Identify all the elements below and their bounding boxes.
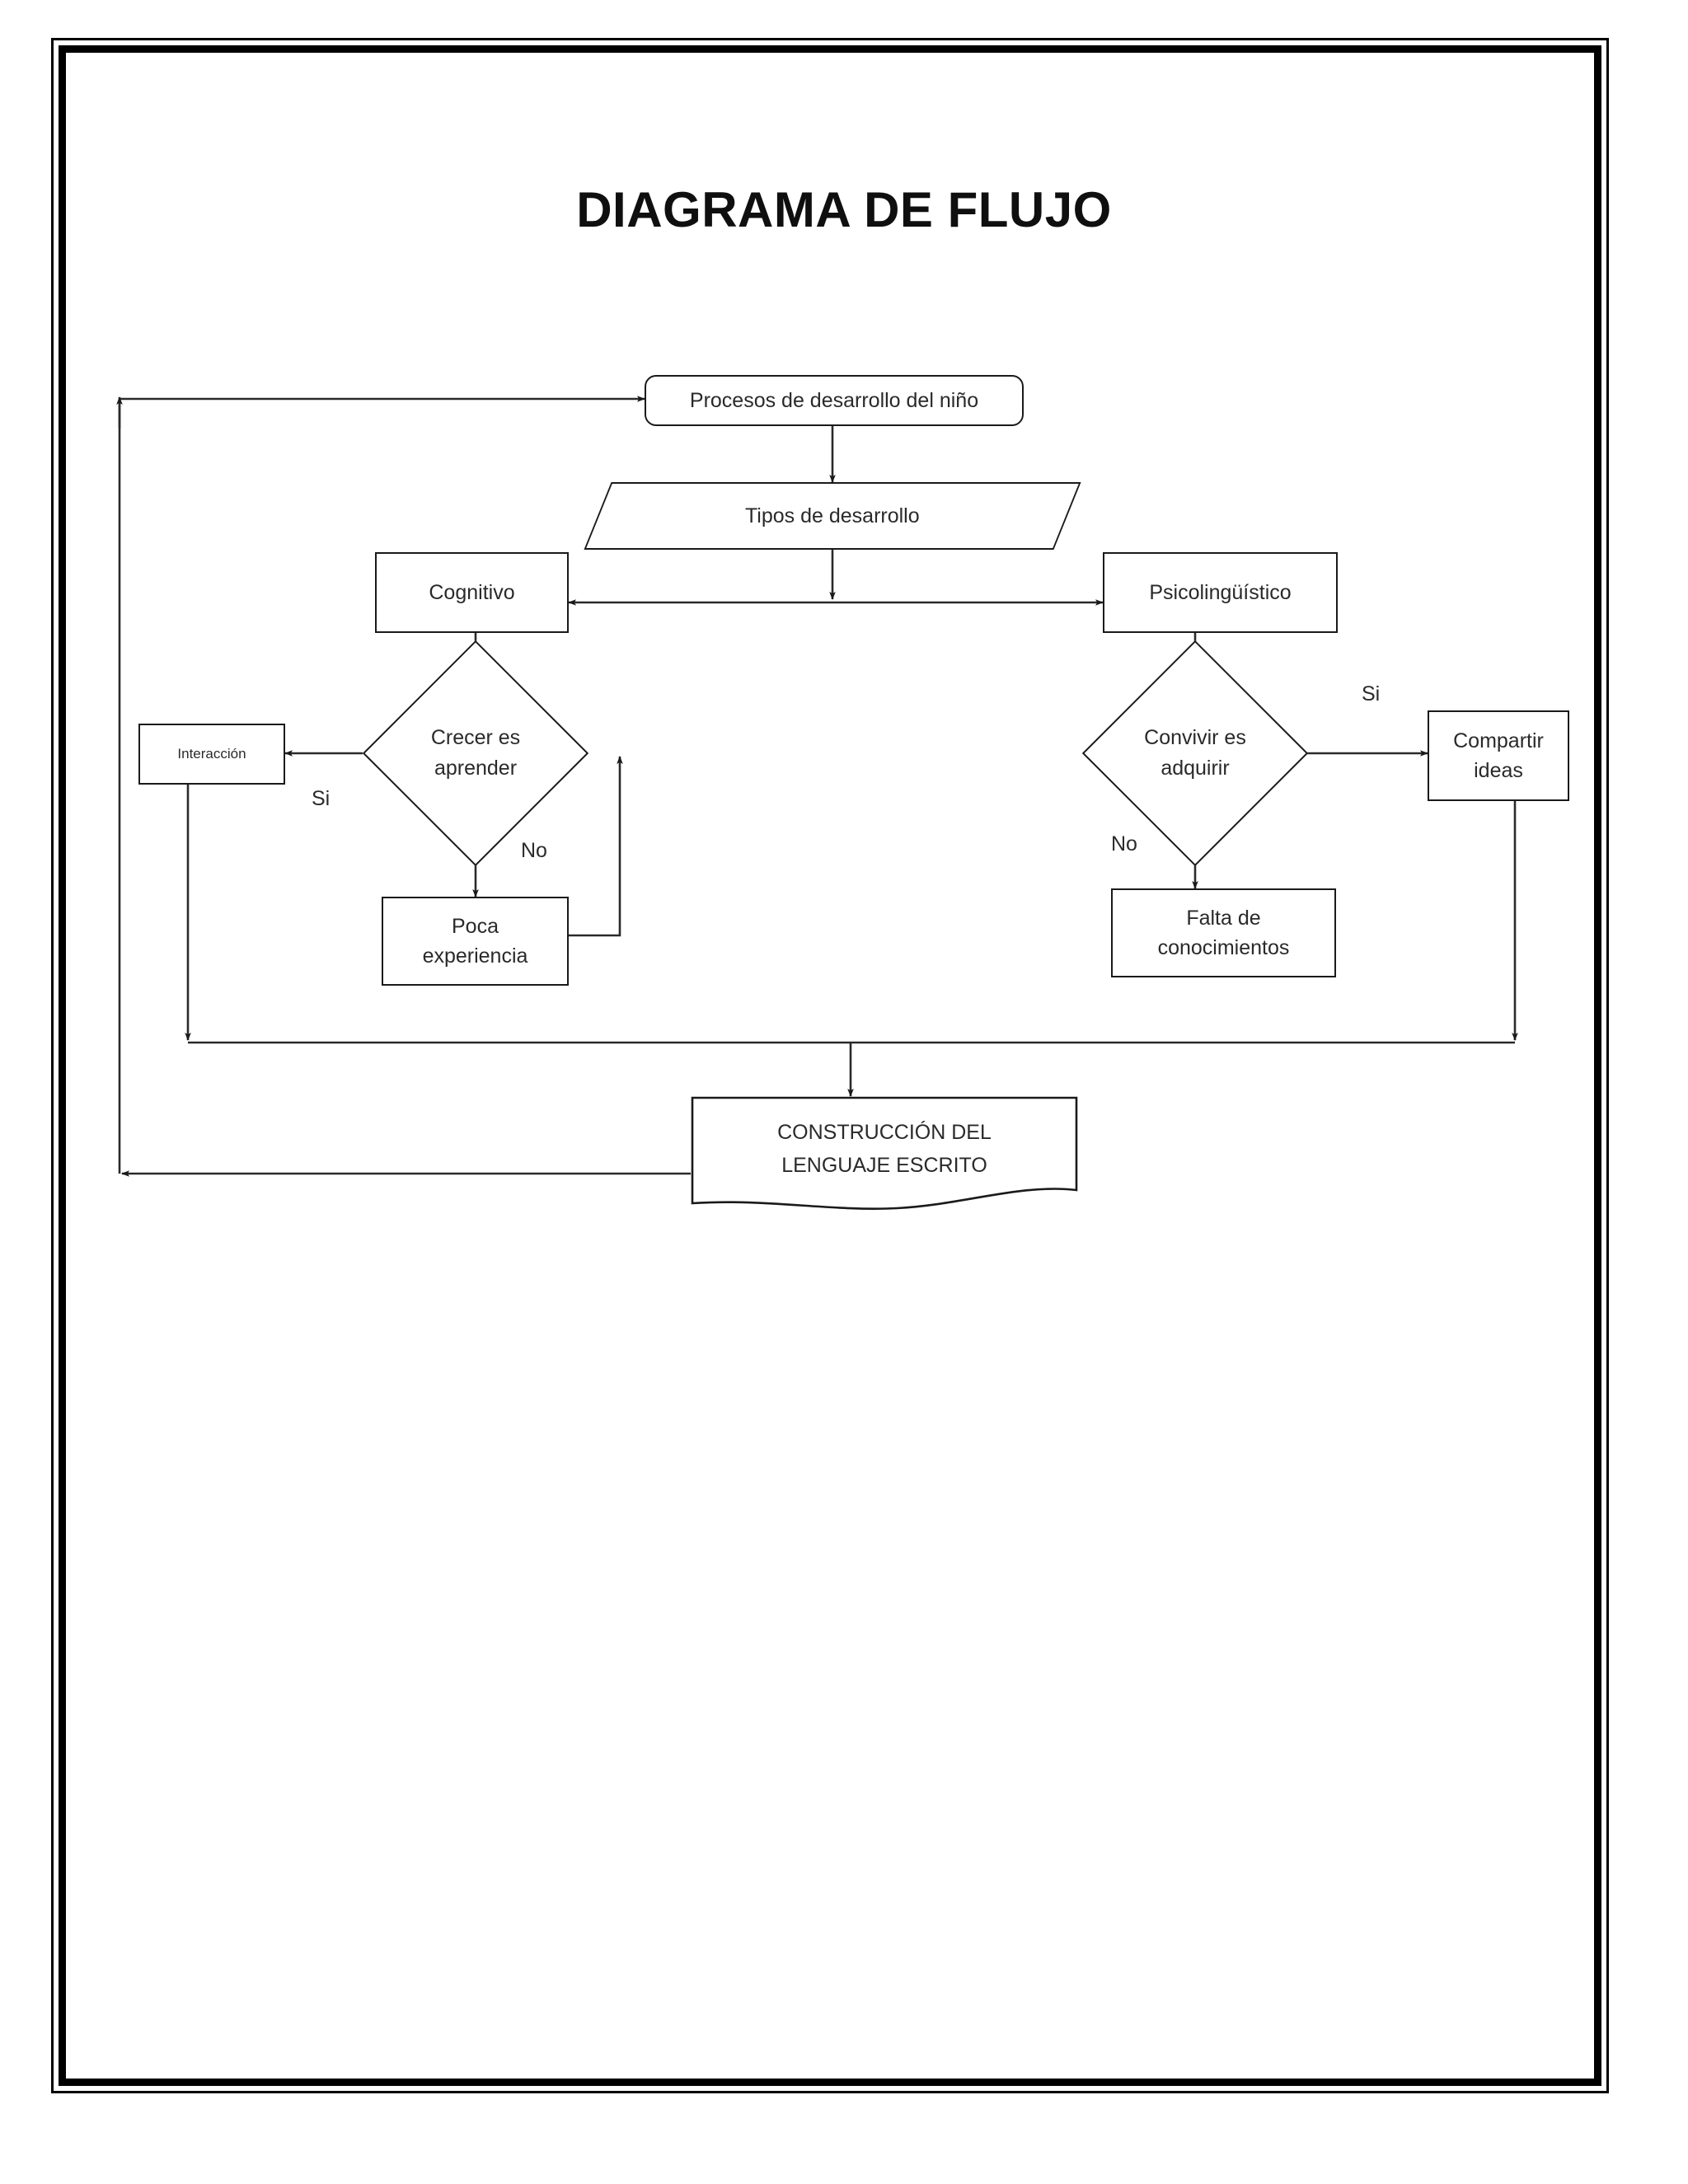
node-label: Interacción [177, 745, 246, 762]
page-frame-inner-border [59, 45, 1601, 2086]
node-label: Crecer es aprender [430, 725, 521, 780]
node-label: CONSTRUCCIÓN DEL LENGUAJE ESCRITO [777, 1121, 992, 1177]
node-crecer-es-aprender[interactable]: Crecer es aprender [362, 640, 589, 867]
document-shape [691, 1096, 1078, 1210]
node-convivir-es-adquirir[interactable]: Convivir es adquirir [1081, 640, 1309, 867]
edge-label-no-derecha: No [1111, 832, 1137, 855]
edge-label-no-izquierda: No [521, 839, 547, 862]
node-label: Cognitivo [429, 580, 515, 604]
node-poca-experiencia[interactable]: Poca experiencia [382, 897, 569, 986]
node-falta-conocimientos[interactable]: Falta de conocimientos [1111, 888, 1336, 977]
node-cognitivo[interactable]: Cognitivo [375, 552, 569, 633]
page-frame [51, 38, 1609, 2093]
node-compartir-ideas[interactable]: Compartir ideas [1428, 710, 1569, 801]
node-label: Compartir ideas [1453, 729, 1544, 782]
edge-label-si-izquierda: Si [312, 787, 331, 810]
node-procesos-desarrollo[interactable]: Procesos de desarrollo del niño [645, 375, 1024, 426]
node-interaccion[interactable]: Interacción [138, 724, 285, 785]
node-label: Poca experiencia [422, 914, 528, 968]
node-label: Falta de conocimientos [1157, 906, 1290, 959]
node-psicolinguistico[interactable]: Psicolingüístico [1103, 552, 1338, 633]
node-label: Psicolingüístico [1149, 580, 1292, 604]
edge-label-si-derecha: Si [1362, 682, 1381, 705]
node-label: Procesos de desarrollo del niño [689, 388, 979, 412]
page-title: DIAGRAMA DE FLUJO [576, 182, 1112, 237]
node-label: Convivir es adquirir [1144, 725, 1246, 780]
node-tipos-desarrollo[interactable]: Tipos de desarrollo [584, 482, 1081, 550]
node-label: Tipos de desarrollo [745, 504, 920, 527]
node-construccion-lenguaje-escrito[interactable]: CONSTRUCCIÓN DEL LENGUAJE ESCRITO [691, 1096, 1078, 1212]
